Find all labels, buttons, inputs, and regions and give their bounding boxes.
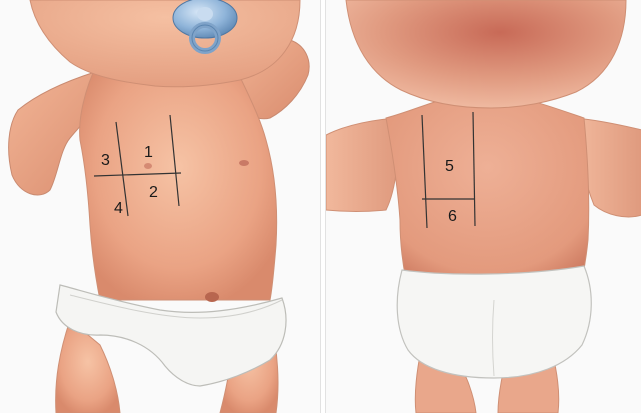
torso (80, 58, 277, 300)
zone-label-3: 3 (101, 152, 110, 169)
zone-label-5: 5 (445, 158, 454, 175)
diaper (397, 266, 591, 378)
back-baby-illustration: 5 6 (326, 0, 641, 413)
front-baby-illustration: 1 2 3 4 (0, 0, 320, 413)
front-view-panel: 1 2 3 4 (0, 0, 321, 413)
zone-label-6: 6 (448, 208, 457, 225)
left-arm (326, 118, 398, 212)
zone-label-4: 4 (114, 200, 123, 217)
head-back (346, 0, 626, 108)
back-torso (386, 92, 589, 280)
left-nipple (144, 163, 152, 169)
belly-button (205, 292, 219, 302)
right-nipple (239, 160, 249, 166)
back-view-panel: 5 6 (325, 0, 641, 413)
zone-label-1: 1 (144, 144, 153, 161)
zone-label-2: 2 (149, 184, 158, 201)
